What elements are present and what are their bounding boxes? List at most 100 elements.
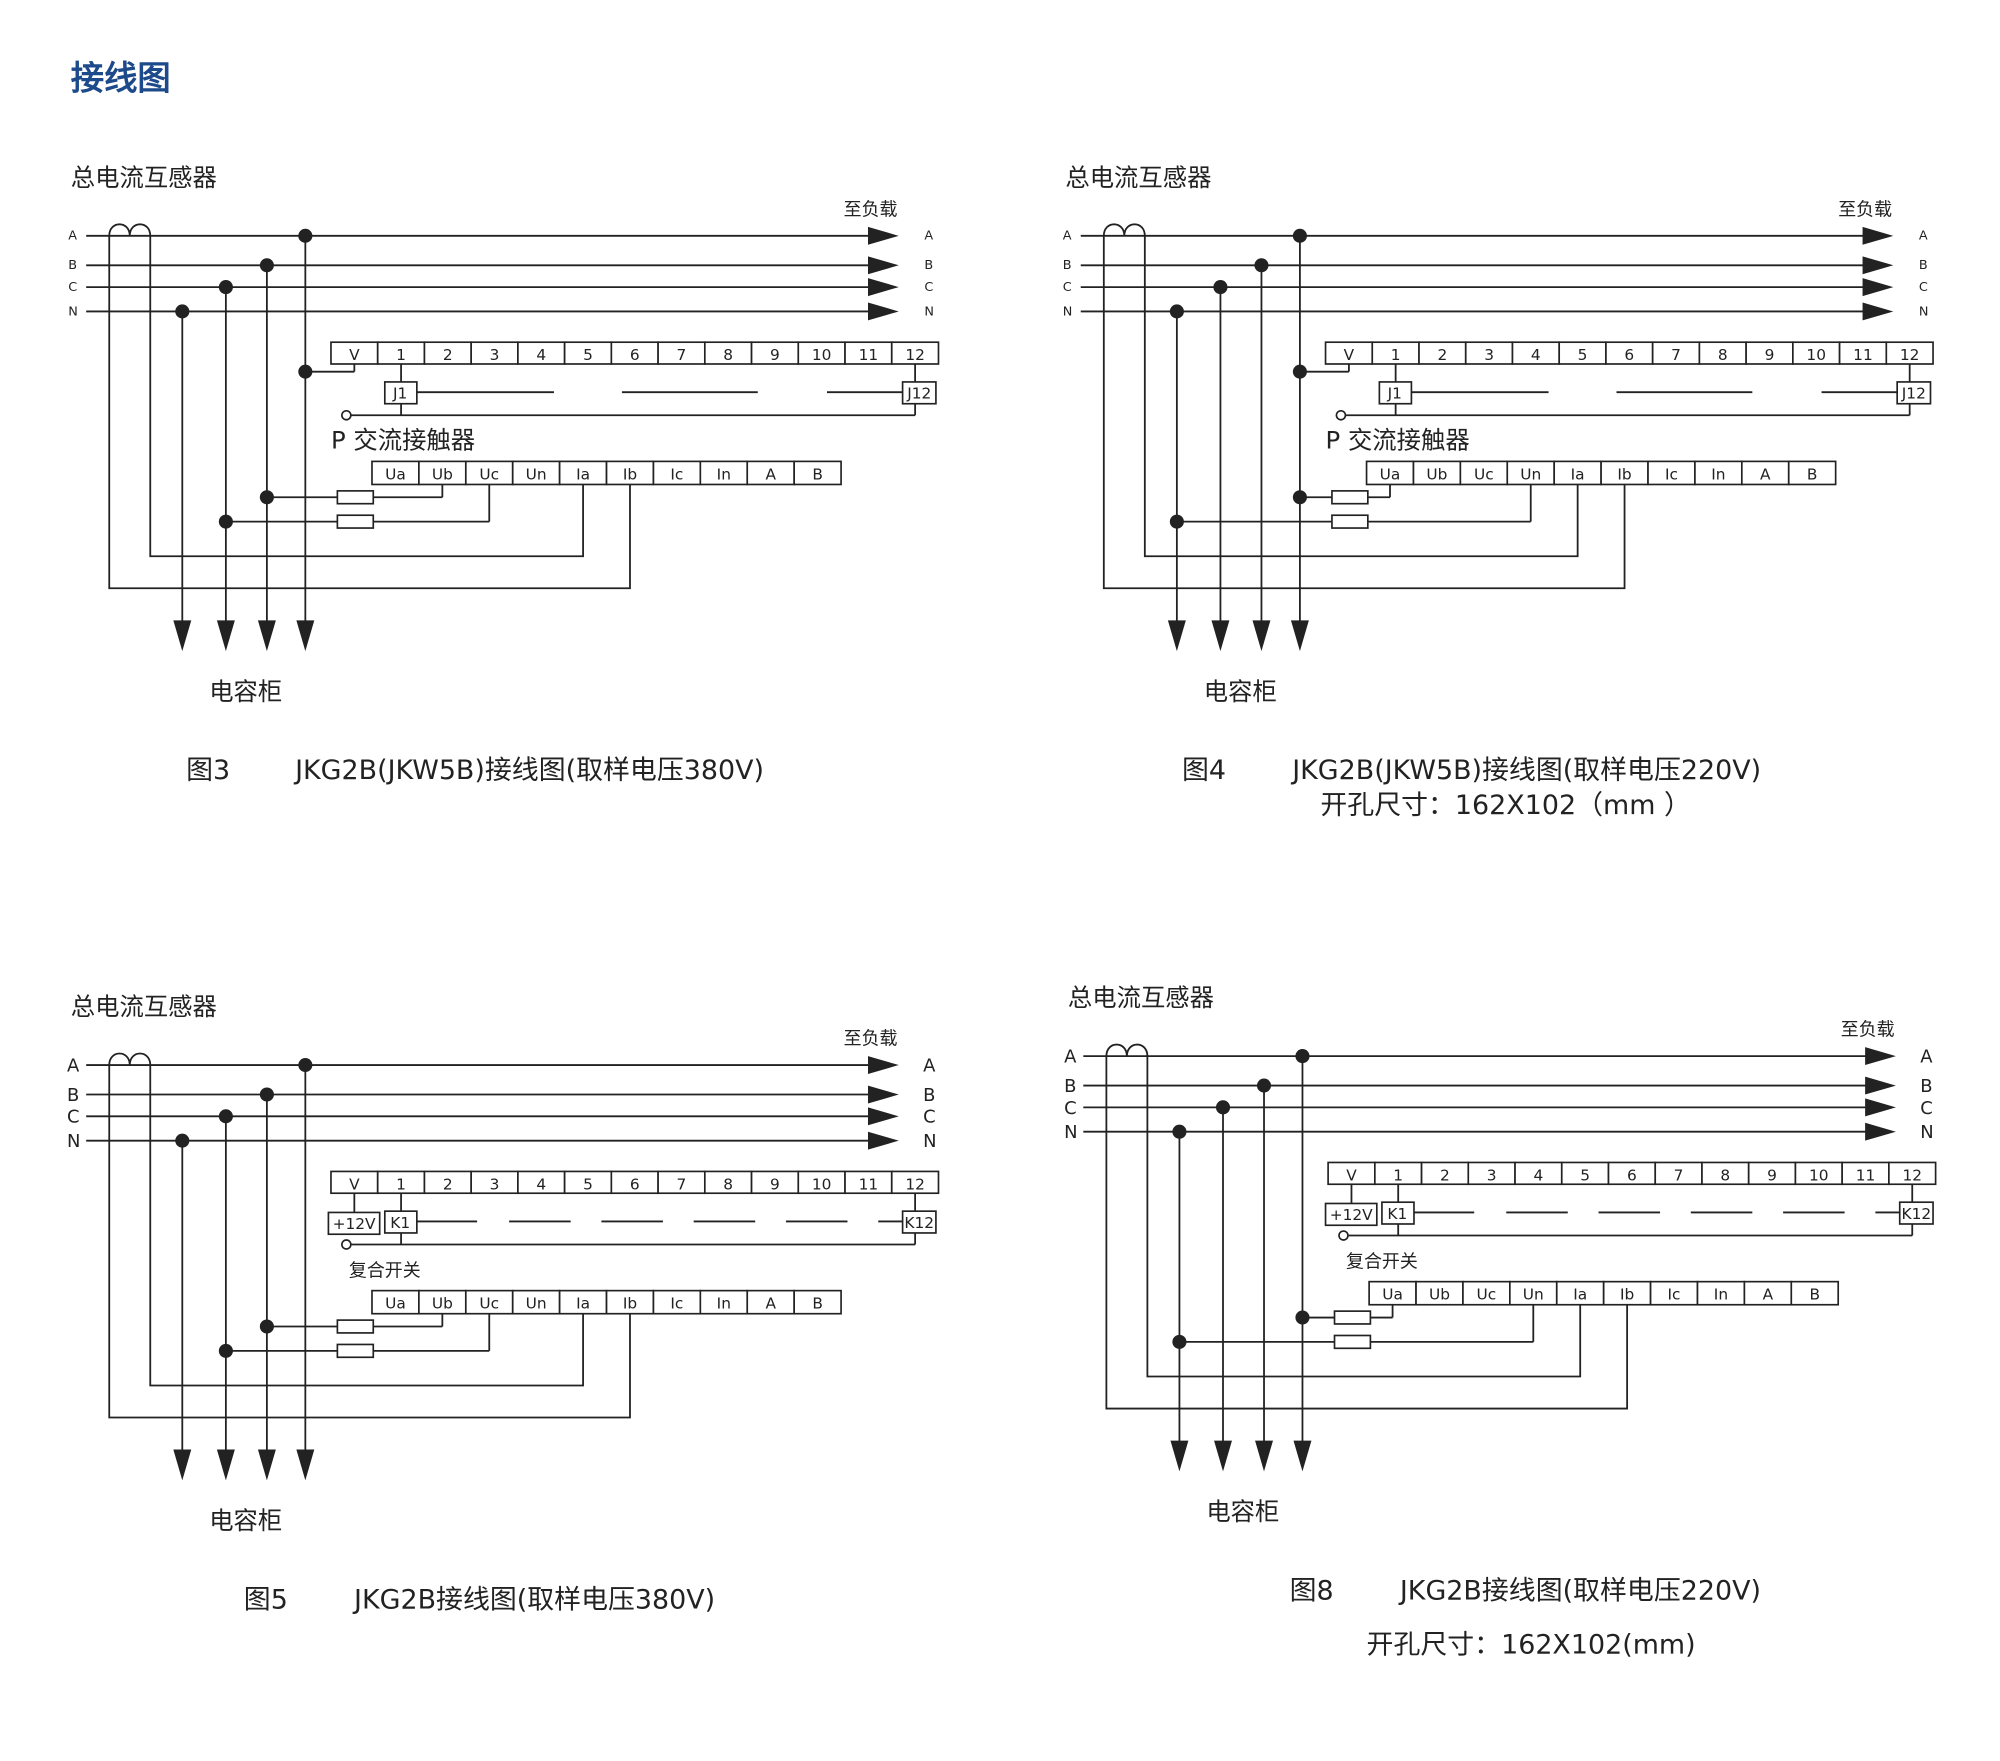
fuse-icon [1333, 1310, 1372, 1325]
meter-terminal-label: B [812, 1295, 823, 1313]
terminal-label: 7 [1674, 1166, 1684, 1184]
relay-label: 复合开关 [349, 1261, 421, 1282]
meter-terminal-label: Ua [1382, 1286, 1403, 1304]
ct-label: 总电流互感器 [1068, 983, 1214, 1012]
current-transformer-icon [1105, 1043, 1149, 1057]
meter-terminal-label: B [1809, 1286, 1820, 1304]
junction-dot [298, 228, 313, 243]
phase-in-label: B [1063, 258, 1072, 273]
arrow-down-icon [1293, 1440, 1312, 1472]
arrow-right-icon [1862, 278, 1894, 297]
relay-last-label: K12 [904, 1214, 934, 1232]
terminal-label: 3 [1487, 1166, 1497, 1184]
relay-last-label: J12 [906, 385, 931, 403]
terminal-label: 5 [583, 346, 593, 364]
meter-terminal-label: In [1711, 465, 1725, 483]
meter-terminal-label: In [717, 465, 731, 483]
terminal-label: V [349, 1175, 360, 1193]
meter-terminal-label: Ub [1429, 1286, 1450, 1304]
phase-in-label: C [67, 1107, 80, 1128]
arrow-down-icon [173, 620, 192, 652]
terminal-label: 1 [396, 346, 406, 364]
phase-out-label: N [924, 304, 934, 319]
terminal-label: 10 [812, 1175, 832, 1193]
arrow-down-icon [1170, 1440, 1189, 1472]
relay-label: P 交流接触器 [1326, 426, 1470, 455]
load-label: 至负载 [844, 199, 898, 220]
terminal-label: 12 [1902, 1166, 1922, 1184]
arrow-down-icon [1252, 620, 1271, 652]
relay-first-label: J1 [1387, 385, 1402, 403]
meter-terminal-label: Uc [1477, 1286, 1497, 1304]
arrow-right-icon [867, 226, 899, 245]
terminal-label: 4 [1531, 346, 1541, 364]
common-terminal-icon [341, 409, 352, 421]
phase-in-label: N [67, 1131, 80, 1152]
terminal-label: 9 [770, 346, 780, 364]
terminal-label: V [349, 346, 360, 364]
arrow-down-icon [216, 1449, 235, 1481]
ct-secondary-wire-ib [108, 235, 631, 590]
ct-label: 总电流互感器 [1065, 163, 1211, 192]
arrow-right-icon [1865, 1076, 1896, 1095]
ct-secondary-wire-ia [1146, 1056, 1582, 1378]
figure-number: 图8 [1290, 1576, 1334, 1607]
capacitor-cabinet-label: 电容柜 [1206, 1497, 1279, 1526]
terminal-label: 7 [677, 346, 687, 364]
meter-terminal-cell [793, 1289, 842, 1315]
junction-dot [1256, 1078, 1272, 1093]
arrow-right-icon [867, 278, 899, 297]
phase-out-label: B [924, 258, 933, 273]
terminal-label: 8 [1720, 1166, 1730, 1184]
figure-caption: JKG2B接线图(取样电压220V) [1398, 1576, 1761, 1607]
phase-out-label: C [923, 1107, 936, 1128]
fuse-icon [1333, 1334, 1372, 1350]
arrow-down-icon [296, 1449, 315, 1481]
cutout-size: 开孔尺寸：162X102(mm) [1367, 1629, 1696, 1660]
terminal-label: 3 [1484, 346, 1494, 364]
terminal-label: 2 [443, 1175, 453, 1193]
junction-dot [298, 1058, 313, 1073]
junction-dot [1292, 364, 1307, 379]
arrow-right-icon [1865, 1047, 1896, 1066]
current-transformer-icon [108, 1052, 152, 1066]
meter-terminal-label: Ib [1620, 1286, 1634, 1304]
figure-caption: JKG2B接线图(取样电压380V) [352, 1584, 715, 1615]
meter-terminal-label: Ia [1573, 1286, 1587, 1304]
relay-first-label: J1 [392, 385, 407, 403]
meter-terminal-label: In [717, 1295, 731, 1313]
meter-terminal-label: Ua [385, 1295, 406, 1313]
phase-out-label: A [923, 1055, 936, 1076]
arrow-down-icon [1211, 620, 1230, 652]
current-transformer-icon [1102, 223, 1146, 236]
figure-caption: JKG2B(JKW5B)接线图(取样电压380V) [293, 755, 764, 786]
ct-secondary-wire-ia [149, 235, 584, 558]
meter-terminal-label: A [765, 1295, 776, 1313]
terminal-label: 5 [1578, 346, 1588, 364]
junction-dot [259, 490, 274, 505]
phase-out-label: C [924, 280, 933, 295]
relay-last-label: K12 [1902, 1205, 1932, 1223]
relay-first-label: K1 [1387, 1205, 1407, 1223]
meter-terminal-label: Ia [576, 465, 590, 483]
arrow-right-icon [1862, 302, 1894, 321]
arrow-right-icon [867, 1085, 899, 1104]
terminal-label: 6 [1627, 1166, 1637, 1184]
terminal-label: 11 [1853, 346, 1873, 364]
common-terminal-icon [1335, 409, 1347, 421]
junction-dot [259, 1319, 274, 1334]
phase-in-label: B [67, 1085, 79, 1106]
phase-in-label: B [68, 258, 77, 273]
meter-terminal-label: B [1807, 465, 1818, 483]
junction-dot [218, 1343, 233, 1358]
meter-terminal-label: Ub [432, 1295, 453, 1313]
arrow-down-icon [257, 1449, 276, 1481]
terminal-label: 12 [1900, 346, 1920, 364]
terminal-label: 11 [859, 1175, 879, 1193]
relay-label: 复合开关 [1346, 1252, 1418, 1273]
arrow-down-icon [296, 620, 315, 652]
terminal-label: 7 [677, 1175, 687, 1193]
junction-dot [218, 514, 233, 529]
